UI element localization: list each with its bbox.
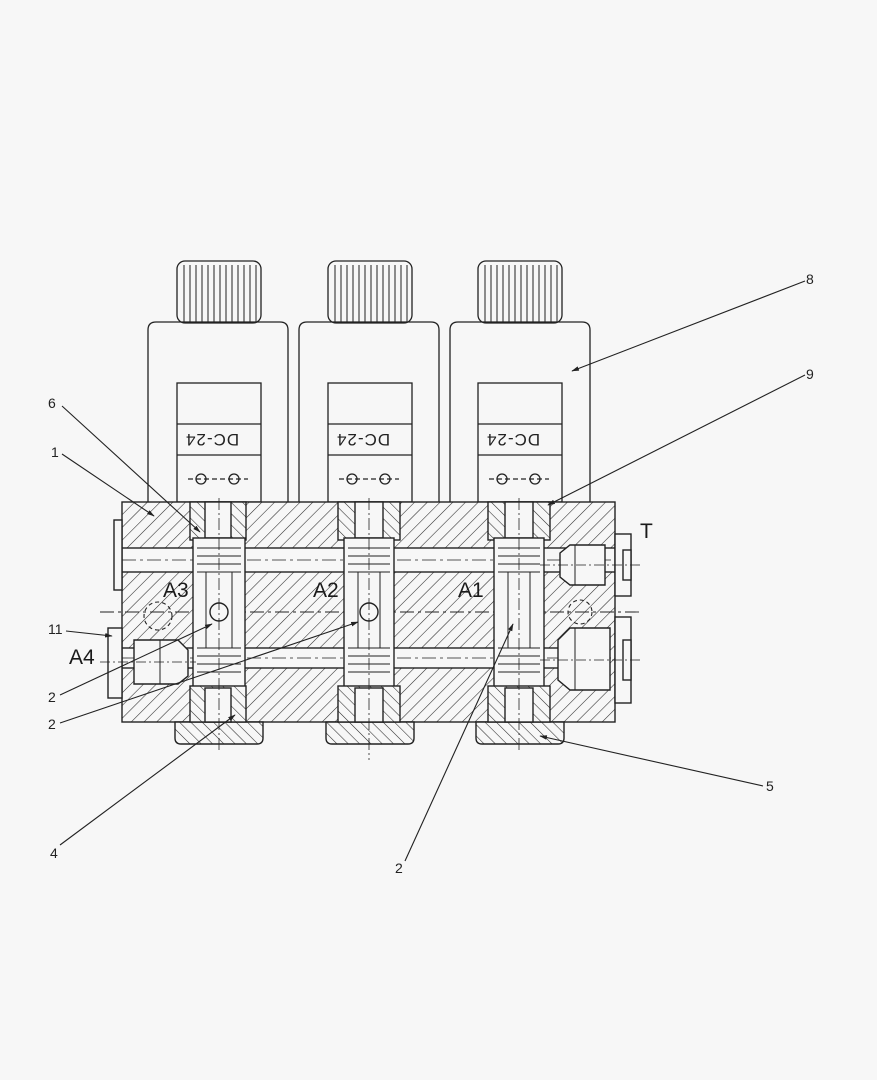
callout-8: 8 [806,271,814,287]
callout-6: 6 [48,395,56,411]
port-label-a3: A3 [163,579,189,602]
coil-label-right: DC-24 [486,430,541,449]
solenoid-middle [298,260,440,503]
spool-middle [337,498,401,760]
port-label-a1: A1 [458,579,484,602]
knurled-cap [327,260,413,324]
leader-lines [59,280,806,862]
callout-11: 11 [48,621,63,637]
port-label-a2: A2 [313,579,339,602]
knurled-cap [477,260,563,324]
callout-5: 5 [766,778,774,794]
port-t-fitting [540,533,640,597]
spool-right [487,498,551,750]
valve-block-body [100,498,640,760]
coil-label-left: DC-24 [185,430,240,449]
spool-left [189,498,247,750]
knurled-cap [176,260,262,324]
port-p-fitting [540,616,640,704]
solenoid-right [449,260,591,503]
port-label-a4: A4 [69,646,95,669]
port-a4-fitting [100,519,196,699]
port-label-t: T [640,520,653,543]
callout-2-a: 2 [48,689,56,705]
callout-2-b: 2 [48,716,56,732]
callout-9: 9 [806,366,814,382]
solenoid-left [147,260,289,503]
coil-label-middle: DC-24 [336,430,391,449]
callout-4: 4 [50,845,58,861]
callout-1: 1 [51,444,59,460]
callout-2-c: 2 [395,860,403,876]
